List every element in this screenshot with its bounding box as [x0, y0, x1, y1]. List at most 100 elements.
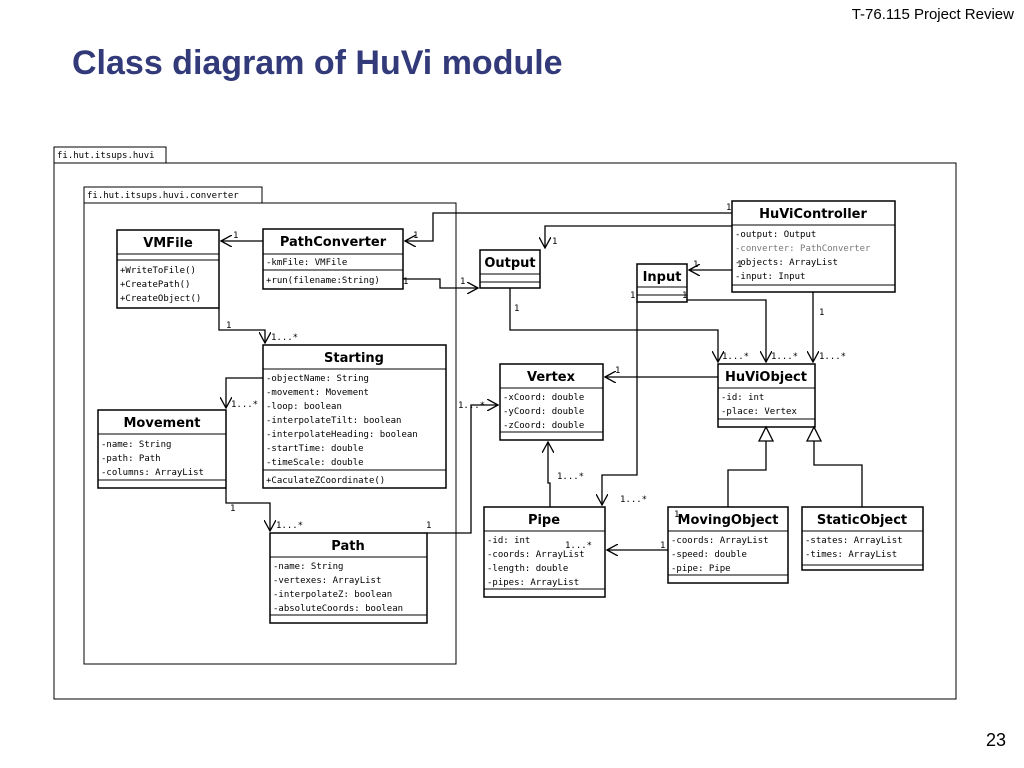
- attribute: -path: Path: [101, 454, 161, 464]
- assoc-input-pipe: [602, 302, 638, 505]
- attribute: -interpolateHeading: boolean: [266, 430, 418, 440]
- attribute: -xCoord: double: [503, 393, 584, 403]
- mult-label: 1: [233, 231, 238, 241]
- attribute: -startTime: double: [266, 444, 364, 454]
- multiplicities: 1 1 1 1 1 1 1 1 1 1 1 1 1 1...* 1...* 1.…: [226, 203, 846, 551]
- assoc-movement-path: [225, 488, 270, 531]
- mult-label: 1: [615, 366, 620, 376]
- attribute: -kmFile: VMFile: [266, 258, 347, 268]
- mult-label: 1...*: [458, 401, 485, 411]
- associations: [218, 212, 813, 550]
- attribute: -pipes: ArrayList: [487, 578, 579, 588]
- class-name: Input: [643, 270, 682, 285]
- class-name: HuViObject: [725, 370, 807, 385]
- attribute: -columns: ArrayList: [101, 468, 204, 478]
- attribute: -coords: ArrayList: [671, 536, 769, 546]
- method: +WriteToFile(): [120, 266, 196, 276]
- mult-label: 1...*: [271, 333, 298, 343]
- attribute: -name: String: [101, 440, 171, 450]
- mult-label: 1...*: [231, 400, 258, 410]
- class-pipe: Pipe -id: int -coords: ArrayList -length…: [483, 506, 606, 598]
- mult-label: 1...*: [565, 541, 592, 551]
- inherit-static-arrowhead: [805, 425, 823, 442]
- package-converter-label: fi.hut.itsups.huvi.converter: [87, 191, 239, 201]
- class-name: HuViController: [759, 207, 867, 222]
- mult-label: 1: [426, 521, 431, 531]
- assoc-controller-output: [545, 225, 732, 248]
- class-input: Input: [636, 263, 688, 303]
- assoc-vmfile-starting: [218, 308, 265, 343]
- mult-label: 1: [660, 541, 665, 551]
- mult-label: 1...*: [620, 495, 647, 505]
- class-output: Output: [479, 249, 541, 289]
- mult-label: 1...*: [722, 352, 749, 362]
- class-name: Output: [484, 256, 535, 271]
- attribute: -times: ArrayList: [805, 550, 897, 560]
- attribute: -output: Output: [735, 230, 816, 240]
- mult-label: 1: [819, 308, 824, 318]
- page-number: 23: [985, 730, 1006, 750]
- class-name: MovingObject: [678, 513, 779, 528]
- mult-label: 1: [552, 237, 557, 247]
- class-vmfile: VMFile +WriteToFile() +CreatePath() +Cre…: [116, 229, 220, 309]
- class-staticobject: StaticObject -states: ArrayList -times: …: [801, 506, 924, 571]
- inherit-moving-line: [727, 440, 767, 507]
- class-path: Path -name: String -vertexes: ArrayList …: [269, 532, 428, 624]
- attribute: -vertexes: ArrayList: [273, 576, 381, 586]
- attribute: -interpolateTilt: boolean: [266, 416, 401, 426]
- mult-label: 1...*: [276, 521, 303, 531]
- mult-label: 1: [693, 260, 698, 270]
- class-huvicontroller: HuViController -output: Output -converte…: [731, 200, 896, 293]
- mult-label: 1: [460, 277, 465, 287]
- class-name: Vertex: [527, 370, 576, 385]
- assoc-starting-movement: [226, 377, 263, 408]
- assoc-controller-pathconverter: [405, 212, 732, 241]
- mult-label: 1: [630, 291, 635, 301]
- attribute: -states: ArrayList: [805, 536, 903, 546]
- assoc-pathconverter-output: [403, 278, 478, 288]
- class-name: VMFile: [143, 236, 193, 251]
- method: +CaculateZCoordinate(): [266, 476, 385, 486]
- mult-label: 1: [403, 277, 408, 287]
- mult-label: 1...*: [819, 352, 846, 362]
- class-huviobject: HuViObject -id: int -place: Vertex: [717, 363, 816, 428]
- mult-label: 1: [226, 321, 231, 331]
- attribute: -zCoord: double: [503, 421, 584, 431]
- mult-label: 1: [737, 260, 742, 270]
- attribute: -input: Input: [735, 272, 805, 282]
- method: +CreateObject(): [120, 294, 201, 304]
- attribute: -coords: ArrayList: [487, 550, 585, 560]
- mult-label: 1: [413, 231, 418, 241]
- package-huvi-label: fi.hut.itsups.huvi: [57, 151, 155, 161]
- inherit-static-line: [813, 440, 863, 507]
- class-name: Path: [331, 539, 364, 554]
- class-movement: Movement -name: String -path: Path -colu…: [97, 409, 227, 489]
- attribute: -id: int: [721, 393, 764, 403]
- class-name: Starting: [324, 351, 384, 366]
- attribute: -interpolateZ: boolean: [273, 590, 392, 600]
- mult-label: 1: [682, 291, 687, 301]
- inheritance: [727, 425, 863, 507]
- class-vertex: Vertex -xCoord: double -yCoord: double -…: [499, 363, 604, 441]
- mult-label: 1...*: [771, 352, 798, 362]
- mult-label: 1: [726, 203, 731, 213]
- slide-title: Class diagram of HuVi module: [72, 44, 563, 82]
- attribute: -speed: double: [671, 550, 747, 560]
- method: +CreatePath(): [120, 280, 190, 290]
- method: +run(filename:String): [266, 276, 380, 286]
- course-header: T-76.115 Project Review: [851, 6, 1014, 23]
- class-name: StaticObject: [817, 513, 907, 528]
- attribute: -id: int: [487, 536, 530, 546]
- class-movingobject: MovingObject -coords: ArrayList -speed: …: [667, 506, 789, 584]
- attribute: -absoluteCoords: boolean: [273, 604, 403, 614]
- assoc-input-huviobject: [687, 299, 766, 362]
- attribute: -objects: ArrayList: [735, 258, 838, 268]
- attribute: -objectName: String: [266, 374, 369, 384]
- mult-label: 1: [674, 510, 679, 520]
- attribute: -pipe: Pipe: [671, 564, 731, 574]
- attribute: -name: String: [273, 562, 343, 572]
- assoc-pipe-vertex: [548, 442, 550, 507]
- attribute: -length: double: [487, 564, 568, 574]
- attribute: -loop: boolean: [266, 402, 342, 412]
